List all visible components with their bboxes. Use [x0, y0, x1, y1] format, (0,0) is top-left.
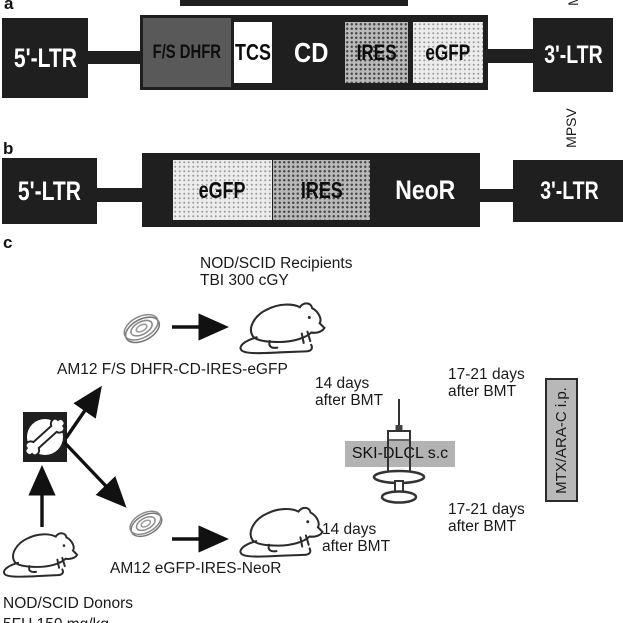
recipients-text: NOD/SCID Recipients TBI 300 cGY [200, 255, 352, 289]
panel-a-3ltr-box: 3'-LTR [533, 18, 613, 92]
tumor-label: SKI-DLCL s.c [351, 445, 449, 462]
bmt14-top-line1: 14 days [315, 375, 370, 392]
recipients-line2: TBI 300 cGY [200, 272, 289, 289]
mouse-icon [236, 498, 328, 562]
panel-b-ires-box: IRES [273, 160, 370, 220]
mouse-icon [236, 294, 330, 358]
bmt14-bottom-text: 14 days after BMT [322, 521, 390, 555]
bmt17-top-line1: 17-21 days [448, 366, 525, 383]
panel-a-connector-left [88, 51, 142, 64]
panel-b-egfp-box: eGFP [173, 160, 272, 220]
panel-a-cd-label: CD [293, 36, 329, 68]
panel-b-egfp-label: eGFP [199, 176, 246, 203]
bmt17-bottom-text: 17-21 days after BMT [448, 501, 525, 535]
panel-a-label: a [4, 0, 14, 13]
panel-b-label: b [3, 139, 14, 158]
panel-a-tcs-label: TCS [235, 39, 271, 65]
panel-a-cd-label-area: CD [278, 15, 344, 90]
donors-label: NOD/SCID Donors [3, 595, 134, 612]
panel-a-3ltr-label: 3'-LTR [543, 40, 603, 69]
donor-mouse-icon [0, 520, 82, 586]
bmt17-top-text: 17-21 days after BMT [448, 366, 525, 400]
bmt14-top-text: 14 days after BMT [315, 375, 383, 409]
panel-a-tcs-box: TCS [234, 22, 272, 83]
bmt14-bottom-line1: 14 days [322, 521, 377, 538]
recipients-line1: NOD/SCID Recipients [200, 255, 353, 272]
panel-a-5ltr-label: 5'-LTR [13, 42, 77, 73]
petri-dish-icon [118, 303, 166, 355]
producer-bottom-label: AM12 eGFP-IRES-NeoR [110, 560, 282, 577]
arrow-bone-to-dish-bottom [62, 440, 127, 508]
panel-a-egfp-box: eGFP [413, 22, 483, 83]
panel-c-label: c [3, 233, 13, 252]
bmt17-top-line2: after BMT [448, 383, 517, 400]
bmt14-top-line2: after BMT [315, 392, 384, 409]
panel-b-3ltr-label: 3'-LTR [539, 176, 599, 205]
bmt17-bottom-line1: 17-21 days [448, 501, 525, 518]
tumor-label-box: SKI-DLCL s.c [345, 441, 455, 467]
syringe-icon [371, 399, 427, 505]
chemo-label-box: MTX/ARA-C i.p. [545, 378, 578, 502]
panel-b-cassette-box: eGFP IRES NeoR [142, 153, 480, 227]
petri-dish-icon [123, 501, 169, 547]
panel-b-5ltr-label: 5'-LTR [17, 175, 82, 206]
panel-a-5ltr-box: 5'-LTR [2, 18, 88, 98]
panel-b-ires-label: IRES [300, 176, 343, 203]
panel-a-fsdhfr-box: F/S DHFR [143, 18, 231, 87]
panel-a-connector-right [488, 49, 533, 63]
panel-b-connector-right [480, 189, 513, 202]
panel-a-egfp-label: eGFP [425, 39, 471, 65]
fu-label: 5FU 150 mg/kg [3, 616, 109, 623]
panel-b-3ltr-box: 3'-LTR [513, 160, 623, 222]
panel-a-cassette-box: F/S DHFR TCS CD IRES eGFP [140, 15, 488, 90]
panel-a-ires-label: IRES [356, 39, 397, 65]
panel-a-fsdhfr-label: F/S DHFR [152, 41, 222, 63]
panel-a-ires-box: IRES [345, 22, 408, 83]
bmt17-bottom-line2: after BMT [448, 518, 517, 535]
bone-marrow-icon [23, 412, 67, 462]
producer-top-label: AM12 F/S DHFR-CD-IRES-eGFP [57, 361, 288, 378]
panel-b-neor-label-area: NeoR [370, 153, 480, 227]
panel-b-5ltr-box: 5'-LTR [2, 158, 97, 224]
panel-b-neor-label: NeoR [395, 174, 455, 205]
bmt14-bottom-line2: after BMT [322, 538, 391, 555]
cropped-top-element [180, 0, 408, 6]
panel-b-connector-left [97, 188, 142, 202]
arrow-bone-to-dish-top [64, 385, 102, 439]
